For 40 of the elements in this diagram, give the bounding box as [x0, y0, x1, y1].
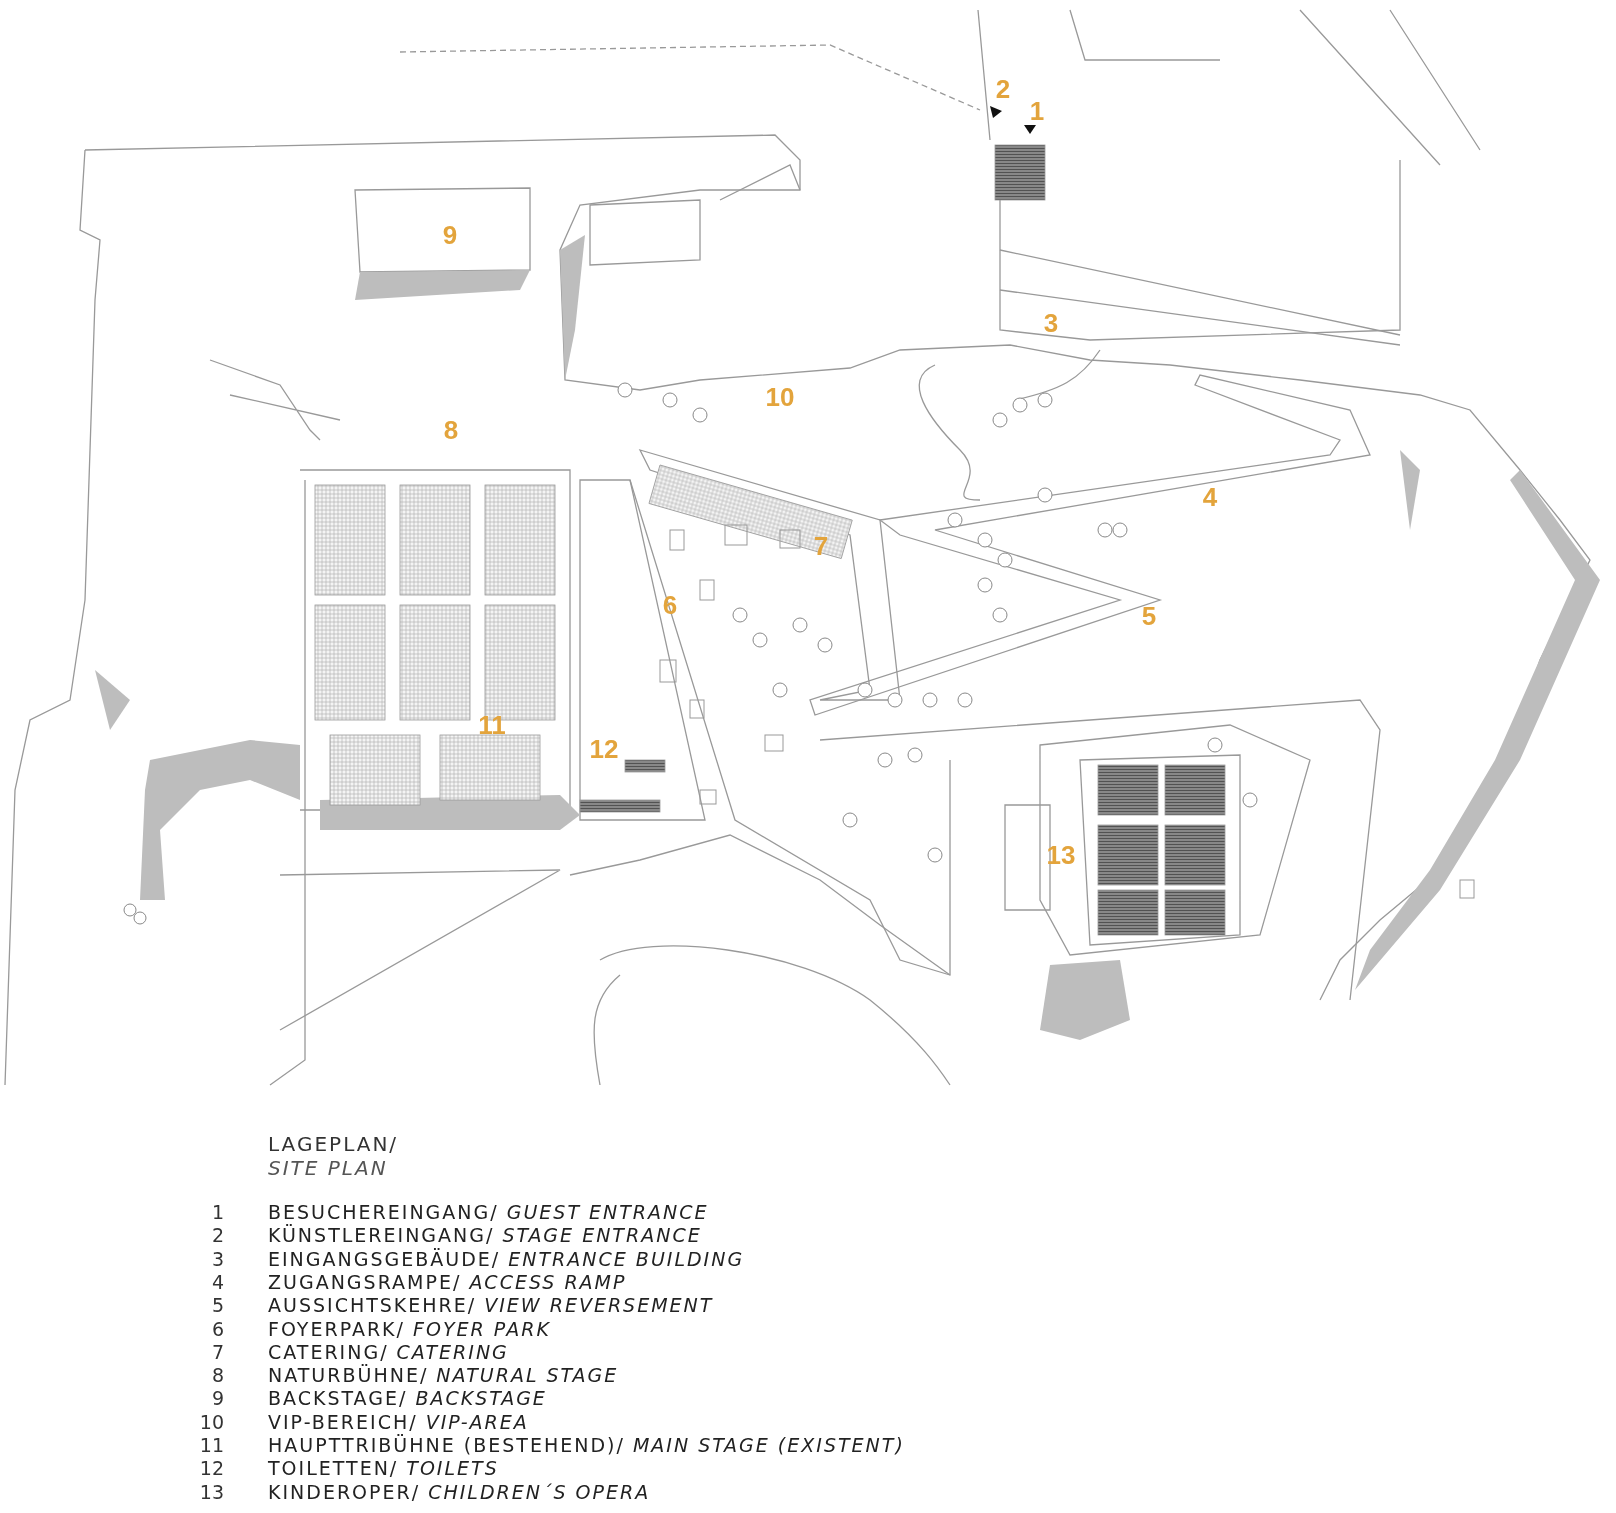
legend-text: CATERING/ CATERING: [268, 1340, 509, 1364]
legend-number: 11: [198, 1434, 224, 1457]
callout-number: 2: [995, 76, 1011, 102]
legend-text: EINGANGSGEBÄUDE/ ENTRANCE BUILDING: [268, 1247, 745, 1271]
legend-number: 8: [210, 1364, 224, 1388]
legend-text: NATURBÜHNE/ NATURAL STAGE: [268, 1364, 619, 1388]
legend-text: BACKSTAGE/ BACKSTAGE: [268, 1387, 547, 1411]
callout-number: 10: [765, 384, 795, 410]
legend-number: 7: [210, 1340, 224, 1364]
callout-number: 3: [1043, 310, 1059, 336]
legend-text: FOYERPARK/ FOYER PARK: [268, 1317, 551, 1341]
callout-number: 11: [478, 712, 506, 738]
callout-number: 13: [1046, 842, 1076, 868]
callout-number: 5: [1141, 603, 1157, 629]
callout-number: 7: [813, 533, 829, 559]
callout-number: 6: [662, 592, 678, 618]
legend-number: 6: [210, 1317, 224, 1341]
legend-text: AUSSICHTSKEHRE/ VIEW REVERSEMENT: [268, 1294, 714, 1318]
legend-number: 12: [198, 1457, 224, 1481]
legend-number: 4: [210, 1270, 224, 1294]
legend-text: HAUPTTRIBÜHNE (BESTEHEND)/ MAIN STAGE (EXISTENT): [268, 1434, 905, 1457]
legend-number: 10: [198, 1410, 224, 1434]
legend-text: TOILETTEN/ TOILETS: [268, 1457, 499, 1481]
legend-text: BESUCHEREINGANG/ GUEST ENTRANCE: [268, 1201, 709, 1224]
legend-text: ZUGANGSRAMPE/ ACCESS RAMP: [268, 1270, 627, 1294]
legend-number: 3: [210, 1247, 224, 1271]
legend-text: KINDEROPER/ CHILDREN´S OPERA: [268, 1480, 651, 1504]
plan-title: LAGEPLAN/ SITE PLAN: [268, 1132, 399, 1180]
legend-text: KÜNSTLEREINGANG/ STAGE ENTRANCE: [268, 1224, 702, 1248]
callout-number: 8: [443, 417, 459, 443]
legend-number: 1: [210, 1201, 224, 1224]
callout-number: 4: [1202, 484, 1218, 510]
legend-number: 5: [210, 1294, 224, 1318]
legend-number: 2: [210, 1224, 224, 1248]
callout-number: 9: [442, 222, 458, 248]
legend-text: VIP-BEREICH/ VIP-AREA: [268, 1410, 529, 1434]
callout-number: 1: [1029, 98, 1045, 124]
legend-number: 13: [198, 1480, 224, 1504]
callout-number: 12: [589, 736, 619, 762]
legend-number: 9: [210, 1387, 224, 1411]
